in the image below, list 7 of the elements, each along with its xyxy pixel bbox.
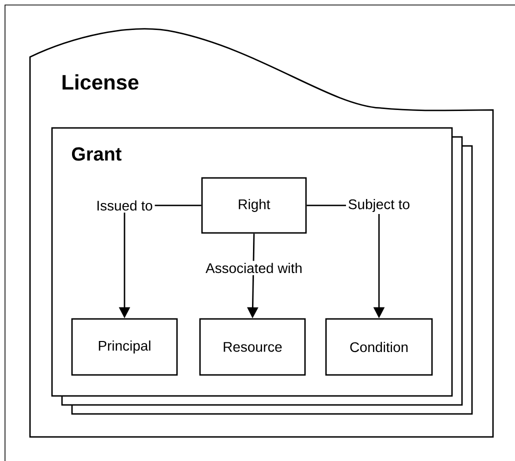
entity-box: Condition — [325, 318, 433, 376]
edge-label: Issued to — [94, 198, 155, 213]
entity-box: Principal — [71, 318, 178, 376]
edge-label: Subject to — [346, 197, 412, 214]
edge-label: Associated with — [204, 260, 304, 276]
entity-box: Resource — [199, 318, 306, 376]
entity-box: Right — [201, 177, 307, 234]
